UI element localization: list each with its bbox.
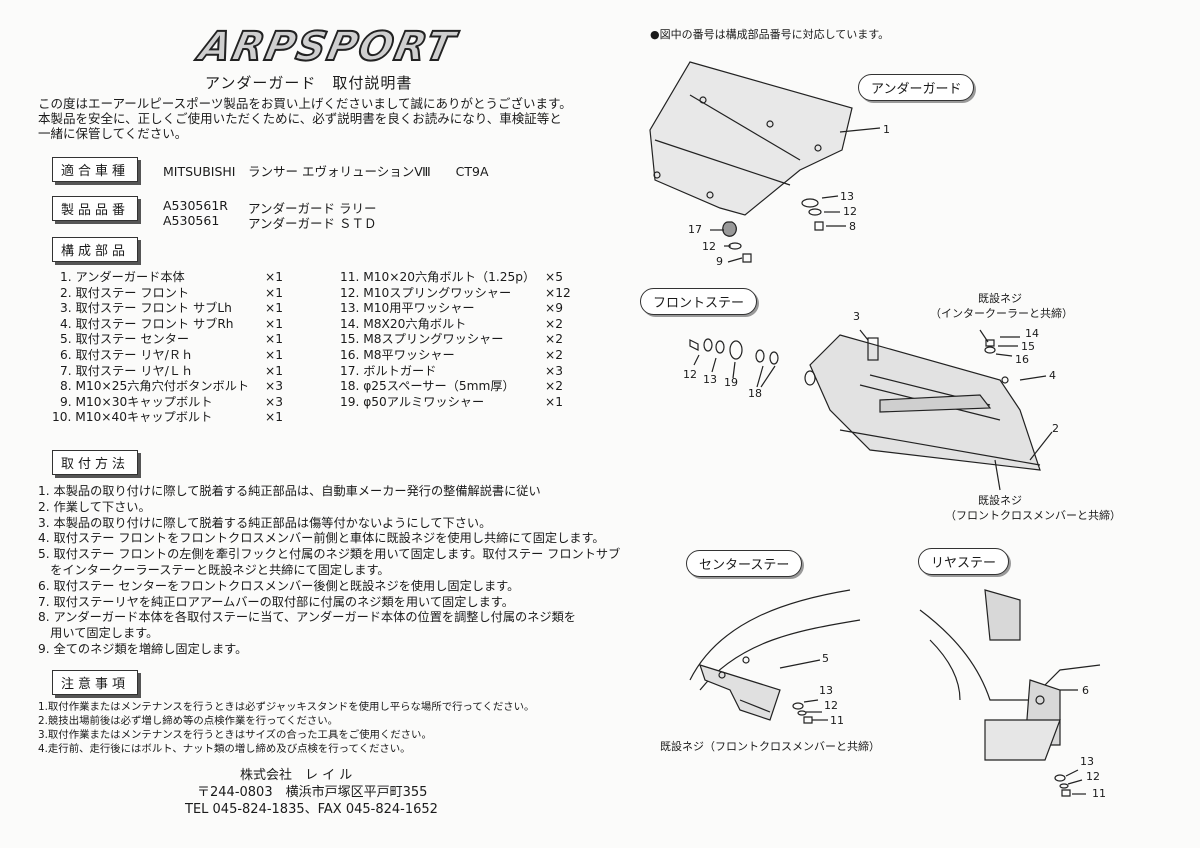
- list-item: 18. φ25スペーサー（5mm厚）×2: [340, 379, 563, 394]
- product-name-1: アンダーガード ラリー: [248, 201, 377, 216]
- list-item: 15. M8スプリングワッシャー×2: [340, 332, 563, 347]
- label-11: 11: [830, 714, 844, 727]
- list-item: 11. M10×20六角ボルト（1.25p）×5: [340, 270, 563, 284]
- label-13: 13: [840, 190, 854, 203]
- list-item: 10. M10×40キャップボルト×1: [52, 410, 283, 425]
- list-item: 1. アンダーガード本体×1: [60, 270, 283, 284]
- method-steps: 1. 本製品の取り付けに際して脱着する純正部品は、自動車メーカー発行の整備解説書…: [38, 484, 658, 658]
- list-item: 19. φ50アルミワッシャー×1: [340, 394, 563, 409]
- label-9: 9: [716, 255, 723, 268]
- label-5: 5: [822, 652, 829, 665]
- vehicle-value: MITSUBISHI ランサー エヴォリューションⅧ CT9A: [163, 164, 489, 179]
- list-item: 6. 取付ステー センターをフロントクロスメンバー後側と既設ネジを使用し固定しま…: [38, 578, 520, 593]
- parts-list-right: 11. M10×20六角ボルト（1.25p）×5 12. M10スプリングワッシ…: [340, 270, 580, 410]
- list-item: 8. アンダーガード本体を各取付ステーに当て、アンダーガード本体の位置を調整し付…: [38, 610, 576, 625]
- company-name: 株式会社 レ イ ル: [240, 768, 353, 783]
- label-18: 18: [748, 387, 762, 400]
- list-item: 6. 取付ステー リヤ/Ｒｈ×1: [60, 347, 283, 362]
- label-12c: 12: [683, 368, 697, 381]
- list-item: 3.取付作業またはメンテナンスを行うときはサイズの合った工具をご使用ください。: [38, 729, 432, 741]
- list-item: 7. 取付ステーリヤを純正ロアアームバーの取付部に付属のネジ類を用いて固定します…: [38, 594, 514, 609]
- center-stay-note: 既設ネジ（フロントクロスメンバーと共締）: [660, 740, 880, 753]
- list-item: 12. M10スプリングワッシャー×12: [340, 285, 571, 300]
- list-item: 13. M10用平ワッシャー×9: [340, 301, 563, 316]
- label-16: 16: [1015, 353, 1029, 366]
- list-item: 4.走行前、走行後にはボルト、ナット類の増し締め及び点検を行ってください。: [38, 743, 411, 755]
- label-12: 12: [843, 205, 857, 218]
- label-3: 3: [853, 310, 860, 323]
- list-item: 16. M8平ワッシャー×2: [340, 347, 563, 362]
- label-11b: 11: [1092, 787, 1106, 800]
- list-item: 2.競技出場前後は必ず増し締め等の点検作業を行ってください。: [38, 715, 339, 727]
- product-code-1: A530561R: [163, 198, 228, 213]
- notes-label: 注意事項: [52, 670, 139, 695]
- parts-label: 構成部品: [52, 237, 139, 262]
- parts-list-left: 1. アンダーガード本体×1 2. 取付ステー フロント×1 3. 取付ステー …: [52, 270, 320, 426]
- label-15: 15: [1021, 340, 1035, 353]
- diagram-top-note: ●図中の番号は構成部品番号に対応しています。: [650, 28, 890, 41]
- label-2: 2: [1052, 422, 1059, 435]
- label-13c: 13: [819, 684, 833, 697]
- list-item: 4. 取付ステー フロント サブRh×1: [60, 316, 283, 331]
- cross-member-note: （フロントクロスメンバーと共締）: [945, 509, 1121, 522]
- list-item: 2. 取付ステー フロント×1: [60, 285, 283, 300]
- product-name-2: アンダーガード ＳＴＤ: [248, 216, 377, 231]
- existing-screw-label-2: 既設ネジ: [978, 494, 1022, 507]
- company-block: 株式会社 レ イ ル 〒244-0803 横浜市戸塚区平戸町355 TEL 04…: [185, 767, 438, 818]
- intercooler-note: （インタークーラーと共締）: [930, 307, 1073, 320]
- list-item: 2. 作業して下さい。: [38, 499, 151, 514]
- label-8: 8: [849, 220, 856, 233]
- intro-text: この度はエーアールピースポーツ製品をお買い上げくださいまして誠にありがとうござい…: [38, 96, 572, 141]
- product-label: 製品品番: [52, 196, 139, 221]
- list-item: 5. 取付ステー センター×1: [60, 332, 283, 347]
- notes-list: 1.取付作業またはメンテナンスを行うときは必ずジャッキスタンドを使用し平らな場所…: [38, 700, 534, 756]
- rear-stay-title: リヤステー: [918, 548, 1010, 575]
- label-19: 19: [724, 376, 738, 389]
- label-12b: 12: [702, 240, 716, 253]
- label-13d: 13: [1080, 755, 1094, 768]
- list-item: 7. 取付ステー リヤ/Ｌｈ×1: [60, 363, 283, 378]
- list-item: 1. 本製品の取り付けに際して脱着する純正部品は、自動車メーカー発行の整備解説書…: [38, 484, 541, 498]
- list-item: 14. M8X20六角ボルト×2: [340, 316, 563, 331]
- company-address: 〒244-0803 横浜市戸塚区平戸町355: [197, 785, 428, 800]
- label-14: 14: [1025, 327, 1039, 340]
- label-1: 1: [883, 123, 890, 136]
- label-17: 17: [688, 223, 702, 236]
- list-item: 用いて固定します。: [38, 626, 159, 641]
- company-contact: TEL 045-824-1835、FAX 045-824-1652: [185, 802, 438, 817]
- vehicle-label: 適合車種: [52, 157, 139, 182]
- label-6: 6: [1082, 684, 1089, 697]
- list-item: 3. 本製品の取り付けに際して脱着する純正部品は傷等付かないようにして下さい。: [38, 515, 492, 530]
- list-item: 17. ボルトガード×3: [340, 363, 563, 378]
- list-item: 4. 取付ステー フロントをフロントクロスメンバー前側と車体に既設ネジを使用し共…: [38, 531, 605, 546]
- under-guard-title: アンダーガード: [858, 74, 975, 101]
- label-12e: 12: [1086, 770, 1100, 783]
- list-item: 9. M10×30キャップボルト×3: [60, 394, 283, 409]
- list-item: 9. 全てのネジ類を増締し固定します。: [38, 641, 248, 656]
- label-12d: 12: [824, 699, 838, 712]
- list-item: 8. M10×25六角穴付ボタンボルト×3: [60, 379, 283, 394]
- existing-screw-label-1: 既設ネジ: [978, 292, 1022, 305]
- front-stay-title: フロントステー: [640, 288, 758, 315]
- method-label: 取付方法: [52, 450, 139, 475]
- list-item: をインタークーラーステーと既設ネジと共締にて固定します。: [38, 562, 390, 577]
- product-code-2: A530561: [163, 213, 220, 228]
- label-4: 4: [1049, 369, 1056, 382]
- list-item: 3. 取付ステー フロント サブLh×1: [60, 301, 283, 316]
- label-13b: 13: [703, 373, 717, 386]
- list-item: 5. 取付ステー フロントの左側を牽引フックと付属のネジ類を用いて固定します。取…: [38, 547, 621, 562]
- center-stay-title: センターステー: [686, 550, 803, 577]
- document-title: アンダーガード 取付説明書: [205, 74, 413, 92]
- list-item: 1.取付作業またはメンテナンスを行うときは必ずジャッキスタンドを使用し平らな場所…: [38, 701, 535, 713]
